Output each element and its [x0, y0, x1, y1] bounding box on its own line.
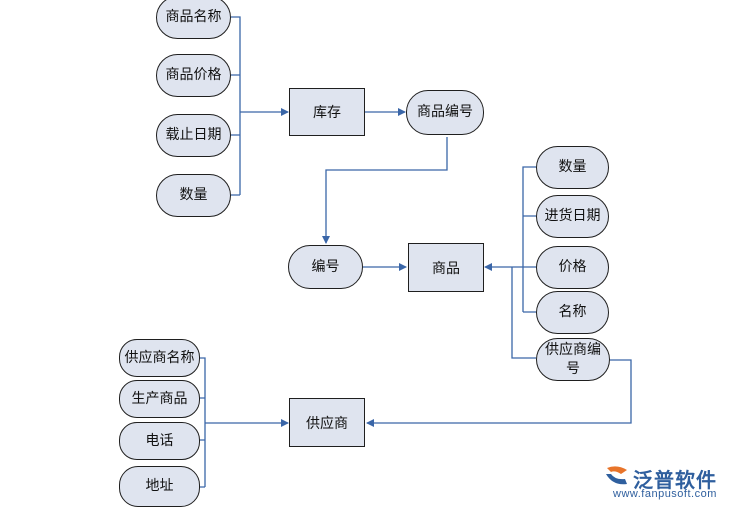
connector-product-attrs: [522, 166, 536, 313]
attr-price: 价格: [536, 246, 609, 289]
attr-purchase-date: 进货日期: [536, 195, 609, 238]
attr-expiry-date: 载止日期: [156, 114, 231, 157]
logo-name: 泛普软件: [633, 468, 717, 492]
arrow-key-to-id: [322, 137, 448, 244]
attr-address: 地址: [119, 466, 200, 507]
attr-produced-goods: 生产商品: [119, 380, 200, 418]
connector-supplier-attrs: [200, 357, 206, 488]
entity-product: 商品: [408, 243, 484, 292]
connector-inventory-attrs: [231, 16, 241, 196]
fanpu-logo-icon: [606, 466, 627, 485]
attr-product-code: 商品编号: [406, 90, 484, 135]
attr-quantity: 数量: [156, 174, 231, 217]
attr-product-price: 商品价格: [156, 54, 231, 97]
attr-supplier-name: 供应商名称: [119, 339, 200, 377]
entity-inventory: 库存: [289, 88, 365, 136]
attr-phone: 电话: [119, 422, 200, 460]
fanpu-logo: 泛普软件 www.fanpusoft.com: [603, 462, 731, 502]
attr-product-id: 编号: [288, 245, 363, 289]
entity-supplier: 供应商: [289, 398, 365, 447]
attr-product-quantity: 数量: [536, 146, 609, 189]
attr-product-name: 商品名称: [156, 0, 231, 39]
arrow-supplierkey-to-supplier: [366, 359, 632, 427]
attr-supplier-code: 供应商编号: [536, 338, 610, 381]
connector-supplier-key: [511, 267, 536, 359]
attr-name: 名称: [536, 291, 609, 334]
logo-url: www.fanpusoft.com: [613, 488, 717, 500]
